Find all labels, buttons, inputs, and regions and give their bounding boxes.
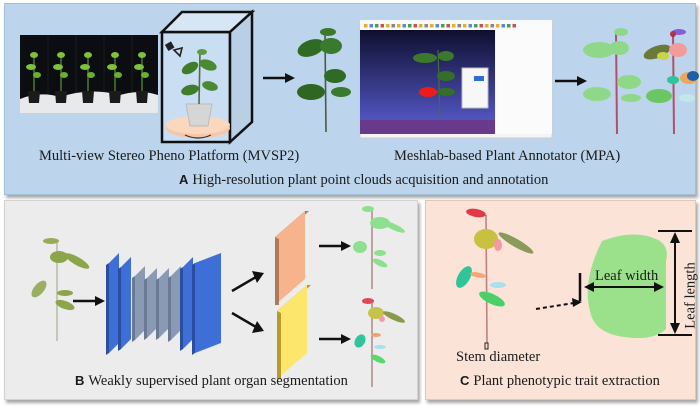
toolbar-button-icon	[380, 24, 384, 28]
arrow-down-right-icon	[231, 311, 264, 333]
arrow-right-icon	[555, 76, 587, 86]
panel-a-acquisition: Multi-view Stereo Pheno Platform (MVSP2)…	[4, 3, 699, 195]
network-layer	[118, 257, 131, 351]
toolbar-button-icon	[507, 24, 511, 28]
toolbar-button-icon	[441, 24, 445, 28]
arrow-right-icon	[73, 296, 105, 306]
instance-output-map	[277, 285, 311, 379]
mpa-caption: Meshlab-based Plant Annotator (MPA)	[394, 148, 621, 164]
toolbar-button-icon	[474, 24, 478, 28]
toolbar-button-icon	[490, 24, 494, 28]
neural-network-encoder-decoder	[106, 253, 221, 355]
potted-plant	[53, 52, 68, 103]
potted-plant	[26, 52, 41, 103]
meshlab-annotator-screenshot	[359, 19, 553, 139]
leaf-measurement-diagram	[578, 230, 692, 338]
toolbar-button-icon	[364, 24, 368, 28]
toolbar-button-icon	[463, 24, 467, 28]
panel-c-letter: C	[460, 373, 470, 388]
arrow-up-right-icon	[231, 271, 264, 293]
network-layer	[156, 268, 169, 340]
network-layer	[180, 257, 193, 351]
instance-segmentation-result	[354, 298, 405, 387]
dashed-arrow-icon	[535, 298, 582, 310]
stem-diameter-label: Stem diameter	[456, 349, 541, 365]
network-layer	[106, 253, 119, 355]
panel-a-title-text: High-resolution plant point clouds acqui…	[192, 172, 549, 188]
phenotyping-chamber-illustration	[158, 9, 256, 145]
semantic-segmentation-result	[353, 206, 405, 289]
toolbar-button-icon	[397, 24, 401, 28]
arrow-right-icon	[263, 73, 295, 83]
toolbar-button-icon	[468, 24, 472, 28]
panel-b-letter: B	[75, 373, 85, 388]
semantic-output-map	[275, 211, 309, 305]
annotated-plant-stem-leaf	[583, 28, 641, 135]
mvsp-caption: Multi-view Stereo Pheno Platform (MVSP2)	[39, 148, 300, 164]
toolbar-button-icon	[369, 24, 373, 28]
reconstructed-plant-point-cloud	[297, 28, 351, 133]
toolbar-button-icon	[413, 24, 417, 28]
toolbar-button-icon	[457, 24, 461, 28]
toolbar-button-icon	[430, 24, 434, 28]
leaf-length-label: Leaf length	[682, 262, 699, 329]
potted-plant	[80, 52, 95, 103]
panel-c-title-text: Plant phenotypic trait extraction	[473, 373, 660, 389]
arrow-right-icon	[319, 334, 351, 344]
toolbar-button-icon	[375, 24, 379, 28]
toolbar-button-icon	[435, 24, 439, 28]
toolbar-button-icon	[386, 24, 390, 28]
toolbar-button-icon	[501, 24, 505, 28]
toolbar-button-icon	[446, 24, 450, 28]
toolbar-button-icon	[496, 24, 500, 28]
annotated-plant-instances	[643, 29, 699, 135]
toolbar-button-icon	[391, 24, 395, 28]
plant-row-photo	[20, 35, 158, 113]
network-layer	[132, 266, 145, 342]
potted-plant	[107, 52, 122, 103]
toolbar-button-icon	[419, 24, 423, 28]
input-plant-point-cloud	[31, 238, 90, 341]
toolbar-button-icon	[479, 24, 483, 28]
arrow-right-icon	[319, 241, 351, 251]
leaf-width-label: Leaf width	[595, 268, 659, 284]
potted-plant	[134, 52, 149, 103]
toolbar-button-icon	[452, 24, 456, 28]
toolbar-button-icon	[402, 24, 406, 28]
camera-icon	[164, 41, 184, 58]
panel-a-letter: A	[179, 172, 189, 187]
panel-b-title-text: Weakly supervised plant organ segmentati…	[88, 373, 348, 389]
toolbar-button-icon	[485, 24, 489, 28]
network-layer	[168, 266, 181, 342]
network-layer	[192, 253, 221, 355]
toolbar-button-icon	[408, 24, 412, 28]
toolbar-button-icon	[424, 24, 428, 28]
segmented-plant-instance	[456, 208, 534, 350]
network-layer	[144, 268, 157, 340]
toolbar-button-icon	[512, 24, 516, 28]
